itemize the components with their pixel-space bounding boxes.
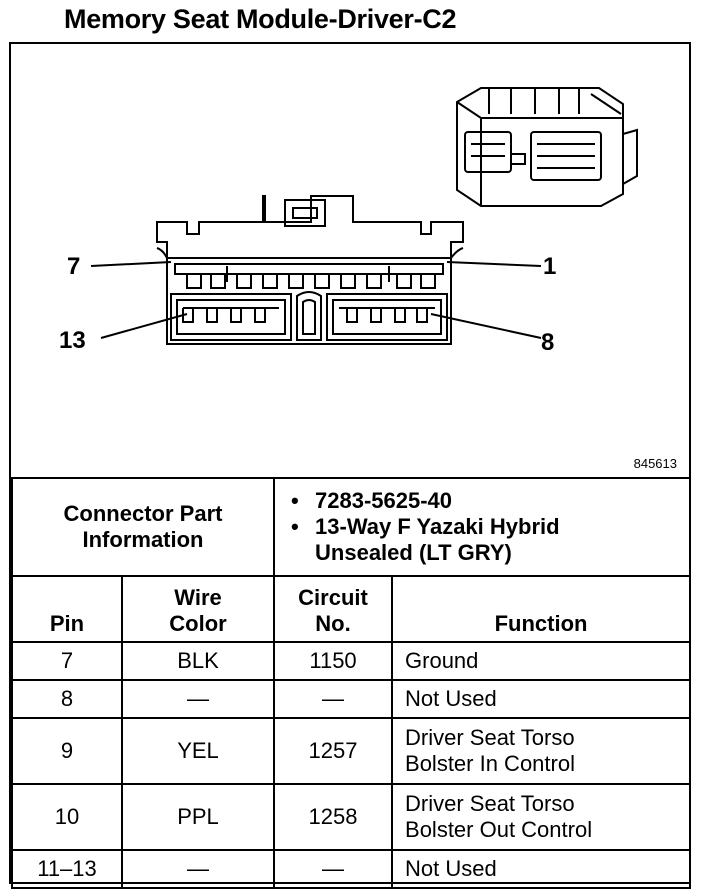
header-wire-color-line2: Color (169, 611, 227, 636)
table-row: 11–13 — — Not Used (11, 849, 692, 889)
cell-wire-color: — (120, 679, 276, 719)
header-wire-color: Wire Color (120, 575, 276, 643)
header-circuit-line2: No. (315, 611, 351, 636)
cell-function-line1: Driver Seat Torso (405, 791, 575, 816)
figure-id: 845613 (633, 456, 677, 471)
connector-info-label-line2: Information (82, 527, 204, 552)
connector-info-label: Connector Part Information (10, 477, 276, 577)
header-circuit-line1: Circuit (298, 585, 368, 610)
table-row: 7 BLK 1150 Ground (11, 641, 692, 681)
cell-function: Not Used (391, 849, 692, 889)
pin-leader-lines (90, 261, 542, 339)
connector-info-row: Connector Part Information 7283-5625-40 … (10, 477, 692, 577)
cell-circuit: — (273, 679, 394, 719)
cell-circuit: 1258 (273, 783, 394, 851)
pin-label-8: 8 (541, 329, 554, 356)
cell-circuit: 1150 (273, 641, 394, 681)
connector-3d-illustration (456, 87, 638, 207)
cell-function: Ground (391, 641, 692, 681)
cell-circuit: 1257 (273, 717, 394, 785)
page-title: Memory Seat Module-Driver-C2 (64, 4, 457, 34)
cell-circuit: — (273, 849, 394, 889)
cell-wire-color: BLK (120, 641, 276, 681)
cell-pin: 7 (11, 641, 123, 681)
pin-label-1: 1 (543, 253, 556, 280)
cell-function-line1: Driver Seat Torso (405, 725, 575, 750)
connector-diagram: 7 1 13 8 (59, 87, 638, 356)
connector-type-continued: Unsealed (LT GRY) (315, 540, 512, 565)
table-row: 10 PPL 1258 Driver Seat Torso Bolster Ou… (11, 783, 692, 851)
connector-face (156, 195, 464, 345)
table-header-row: Pin Wire Color Circuit No. Function (11, 575, 692, 643)
cell-wire-color: PPL (120, 783, 276, 851)
connector-type: 13-Way F Yazaki Hybrid (291, 514, 681, 540)
cell-pin: 11–13 (11, 849, 123, 889)
connector-figure: 7 1 13 8 845613 (11, 44, 689, 479)
header-wire-color-line1: Wire (174, 585, 222, 610)
cell-pin: 10 (11, 783, 123, 851)
header-function: Function (391, 575, 692, 643)
cell-wire-color: YEL (120, 717, 276, 785)
cell-function-line2: Bolster In Control (405, 751, 575, 776)
connector-part-number: 7283-5625-40 (291, 488, 681, 514)
table-row: 8 — — Not Used (11, 679, 692, 719)
header-pin: Pin (11, 575, 123, 643)
cell-pin: 8 (11, 679, 123, 719)
cell-function-line2: Bolster Out Control (405, 817, 593, 842)
cell-function: Driver Seat Torso Bolster Out Control (391, 783, 692, 851)
connector-document-frame: 7 1 13 8 845613 Connector Part Informati… (9, 42, 692, 889)
cell-function: Driver Seat Torso Bolster In Control (391, 717, 692, 785)
pin-label-13: 13 (59, 327, 86, 354)
pin-label-7: 7 (67, 253, 80, 280)
cell-pin: 9 (11, 717, 123, 785)
connector-pinout-table: Connector Part Information 7283-5625-40 … (10, 477, 692, 889)
table-row: 9 YEL 1257 Driver Seat Torso Bolster In … (11, 717, 692, 785)
connector-info-label-line1: Connector Part (63, 501, 223, 526)
cell-wire-color: — (120, 849, 276, 889)
connector-info-list: 7283-5625-40 13-Way F Yazaki Hybrid Unse… (273, 477, 692, 577)
header-circuit-no: Circuit No. (273, 575, 394, 643)
cell-function: Not Used (391, 679, 692, 719)
